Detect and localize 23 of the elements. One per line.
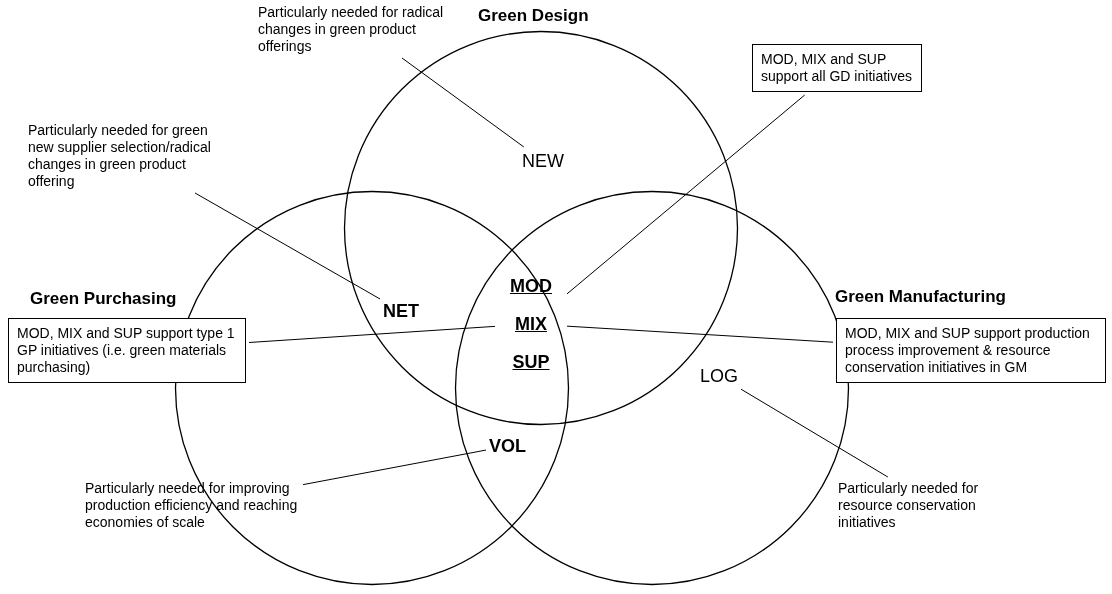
callout-box: MOD, MIX and SUP support type 1 GP initiatives (i.e. green materials purchasing) bbox=[8, 318, 246, 383]
region-label: LOG bbox=[700, 365, 738, 387]
callout-box: MOD, MIX and SUP support production process improvement & resource conservation initiatives in GM bbox=[836, 318, 1106, 383]
annotation-text: Particularly needed for resource conservation initiatives bbox=[838, 480, 1033, 531]
annotation-text: Particularly needed for improving production efficiency and reaching economies of scale bbox=[85, 480, 300, 531]
circle-heading: Green Design bbox=[478, 6, 589, 26]
region-label: SUP bbox=[511, 351, 551, 373]
circle-heading: Green Manufacturing bbox=[835, 287, 1006, 307]
annotation-text: Particularly needed for radical changes in green product offerings bbox=[258, 4, 468, 55]
leader-line bbox=[566, 94, 806, 295]
leader-line bbox=[566, 325, 834, 343]
leader-line bbox=[248, 325, 496, 343]
callout-box: MOD, MIX and SUP support all GD initiatives bbox=[752, 44, 922, 92]
circle-heading: Green Purchasing bbox=[30, 289, 177, 309]
region-label: NEW bbox=[522, 150, 564, 172]
leader-line bbox=[302, 449, 487, 486]
leader-line bbox=[740, 388, 889, 478]
annotation-text: Particularly needed for green new supplier selection/radical changes in green product offering bbox=[28, 122, 233, 190]
leader-line bbox=[401, 57, 525, 148]
region-label: VOL bbox=[489, 435, 526, 457]
region-label: NET bbox=[383, 300, 419, 322]
region-label: MIX bbox=[514, 313, 548, 335]
leader-line bbox=[194, 192, 381, 300]
